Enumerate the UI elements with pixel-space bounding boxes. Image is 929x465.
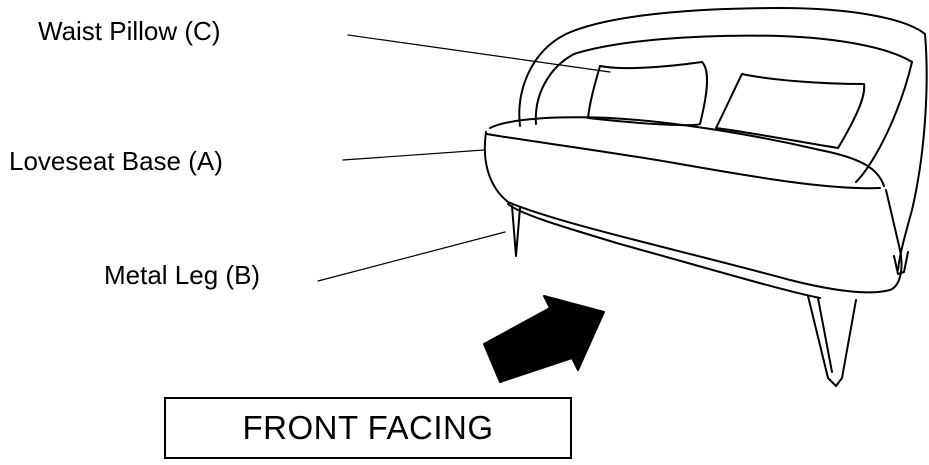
leader-line-leg: [317, 231, 506, 282]
waist-pillow-right: [715, 73, 866, 149]
metal-leg-front-left: [511, 205, 521, 257]
loveseat-base-bottom: [507, 203, 821, 299]
seat-cushion-top: [489, 116, 885, 187]
loveseat-base-label: Loveseat Base (A): [9, 146, 223, 176]
loveseat-right-arm-inner: [855, 61, 913, 183]
front-direction-arrow: [483, 295, 605, 383]
loveseat-base-front: [483, 131, 903, 294]
leader-line-base: [342, 149, 485, 161]
waist-pillow-left: [587, 61, 709, 127]
front-facing-box: FRONT FACING: [164, 397, 572, 459]
seat-cushion-edge: [486, 133, 881, 190]
loveseat-backrest-inner: [534, 34, 913, 125]
metal-leg-front-right-inner: [817, 297, 833, 373]
loveseat-backrest: [518, 7, 926, 127]
leader-line-pillow: [347, 34, 611, 73]
metal-leg-back-right: [893, 251, 909, 275]
waist-pillow-label: Waist Pillow (C): [38, 16, 221, 46]
metal-leg-front-right: [807, 295, 857, 387]
loveseat-right-arm: [897, 33, 928, 271]
front-facing-label: FRONT FACING: [242, 409, 494, 446]
metal-leg-label: Metal Leg (B): [104, 260, 261, 290]
